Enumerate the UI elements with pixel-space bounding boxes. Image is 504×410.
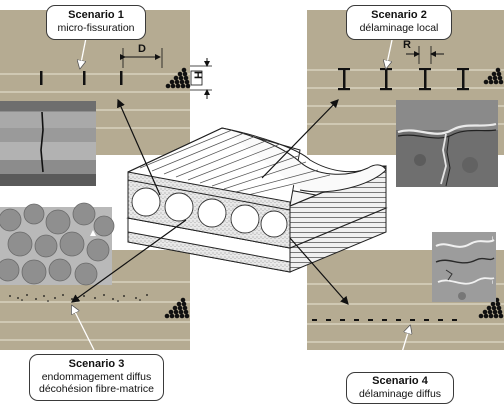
scenario-3-subtitle: endommagement diffus	[30, 371, 163, 383]
scenario-2-subtitle: délaminage local	[347, 22, 451, 34]
scenario-1-title: Scenario 1	[47, 9, 145, 22]
micrograph-diffuse-delamination	[432, 232, 496, 302]
scenario-1-subtitle: micro-fissuration	[47, 22, 145, 34]
callout-scenario-2: Scenario 2 délaminage local	[346, 5, 452, 40]
scale-mark-top: ~	[488, 236, 495, 240]
dimension-label-r: R	[403, 39, 411, 51]
dimension-label-h: H	[193, 71, 205, 79]
callout-scenario-4: Scenario 4 délaminage diffus	[346, 372, 454, 404]
micrograph-crack	[0, 101, 96, 186]
scale-mark-bottom: ~	[488, 280, 495, 284]
scenario-2-title: Scenario 2	[347, 9, 451, 22]
crack-mark	[120, 71, 123, 85]
scenario-3-subtitle-2: décohésion fibre-matrice	[30, 383, 163, 395]
crack-mark	[40, 71, 43, 85]
scenario-4-title: Scenario 4	[347, 375, 453, 388]
callout-scenario-3: Scenario 3 endommagement diffus décohési…	[29, 354, 164, 401]
crack-mark	[83, 71, 86, 85]
micrograph-fibers	[0, 203, 114, 285]
scenario-4-subtitle: délaminage diffus	[347, 388, 453, 400]
dimension-label-d: D	[138, 43, 146, 55]
callout-scenario-1: Scenario 1 micro-fissuration	[46, 5, 146, 40]
scenario-3-title: Scenario 3	[30, 358, 163, 371]
micrograph-delamination	[396, 100, 498, 187]
